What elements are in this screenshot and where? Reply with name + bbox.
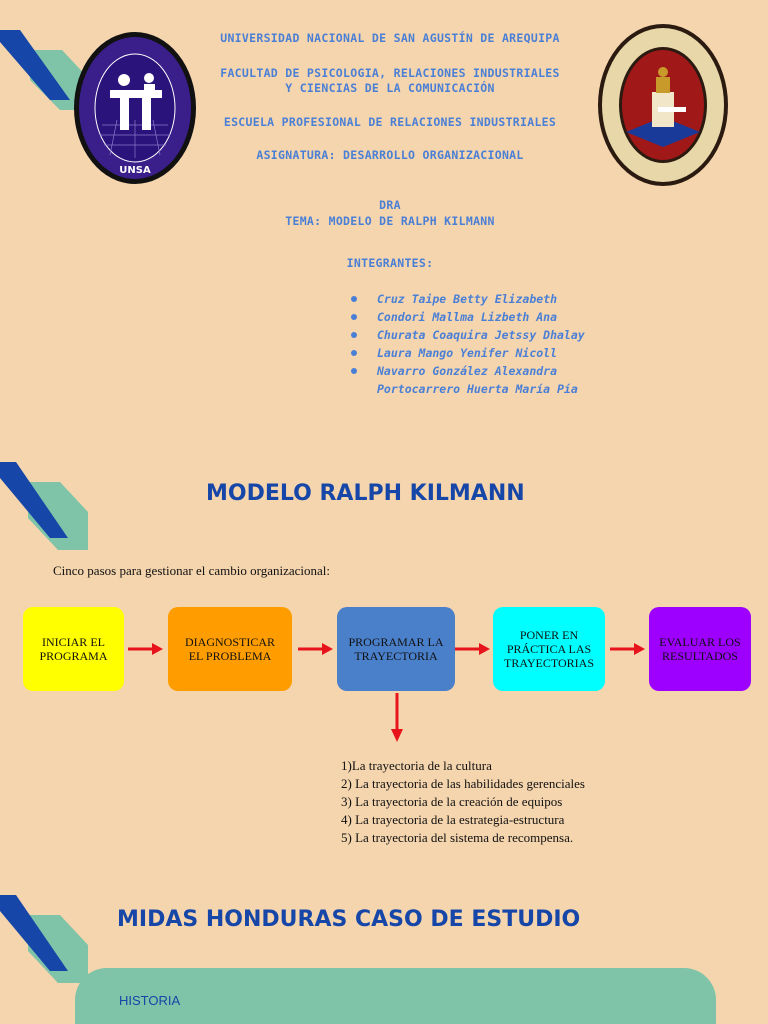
school-name: ESCUELA PROFESIONAL DE RELACIONES INDUST… [223,115,557,129]
topic-label: TEMA: MODELO DE RALPH KILMANN [285,214,495,228]
arrow-right-icon [610,643,645,655]
university-seal [596,22,730,188]
teacher-label: DRA [379,198,401,212]
list-item: Navarro González Alexandra [348,362,585,380]
list-item: Cruz Taipe Betty Elizabeth [348,290,585,308]
corner-decoration-bottom [0,895,88,983]
list-item: Laura Mango Yenifer Nicoll [348,344,585,362]
faculty-name-line1: FACULTAD DE PSICOLOGIA, RELACIONES INDUS… [220,66,560,80]
logo-bottom-text: UNSA [119,165,151,176]
case-study-title: MIDAS HONDURAS CASO DE ESTUDIO [117,907,581,932]
list-item: 4) La trayectoria de la estrategia-estru… [341,812,565,827]
faculty-name-line2: Y CIENCIAS DE LA COMUNICACIÓN [285,81,495,95]
list-item: 5) La trayectoria del sistema de recompe… [341,830,574,845]
trajectories-list: 1)La trayectoria de la cultura 2) La tra… [341,757,585,847]
history-label: HISTORIA [119,993,181,1008]
list-item: 1)La trayectoria de la cultura [341,758,492,773]
arrow-right-icon [455,643,490,655]
history-panel: HISTORIA [75,968,716,1024]
faculty-logo: UNSA [72,30,198,186]
bullet-icon [351,314,357,320]
bullet-icon [351,296,357,302]
bullet-icon [351,332,357,338]
model-intro: Cinco pasos para gestionar el cambio org… [53,563,330,578]
list-item: Churata Coaquira Jetssy Dhalay [348,326,585,344]
list-item: Condori Mallma Lizbeth Ana [348,308,585,326]
arrow-right-icon [128,643,163,655]
university-name: UNIVERSIDAD NACIONAL DE SAN AGUSTÍN DE A… [220,31,560,45]
bullet-icon [351,350,357,356]
corner-decoration-middle [0,462,88,550]
list-item: 3) La trayectoria de la creación de equi… [341,794,563,809]
arrow-right-icon [298,643,333,655]
list-item: 2) La trayectoria de las habilidades ger… [341,776,585,791]
subject-name: ASIGNATURA: DESARROLLO ORGANIZACIONAL [256,148,524,162]
members-title: INTEGRANTES: [346,256,434,270]
model-title: MODELO RALPH KILMANN [206,481,525,506]
arrow-down-icon [391,693,403,742]
list-item: Portocarrero Huerta María Pía [377,382,578,396]
bullet-icon [351,368,357,374]
members-list: Cruz Taipe Betty Elizabeth Condori Mallm… [348,290,585,398]
